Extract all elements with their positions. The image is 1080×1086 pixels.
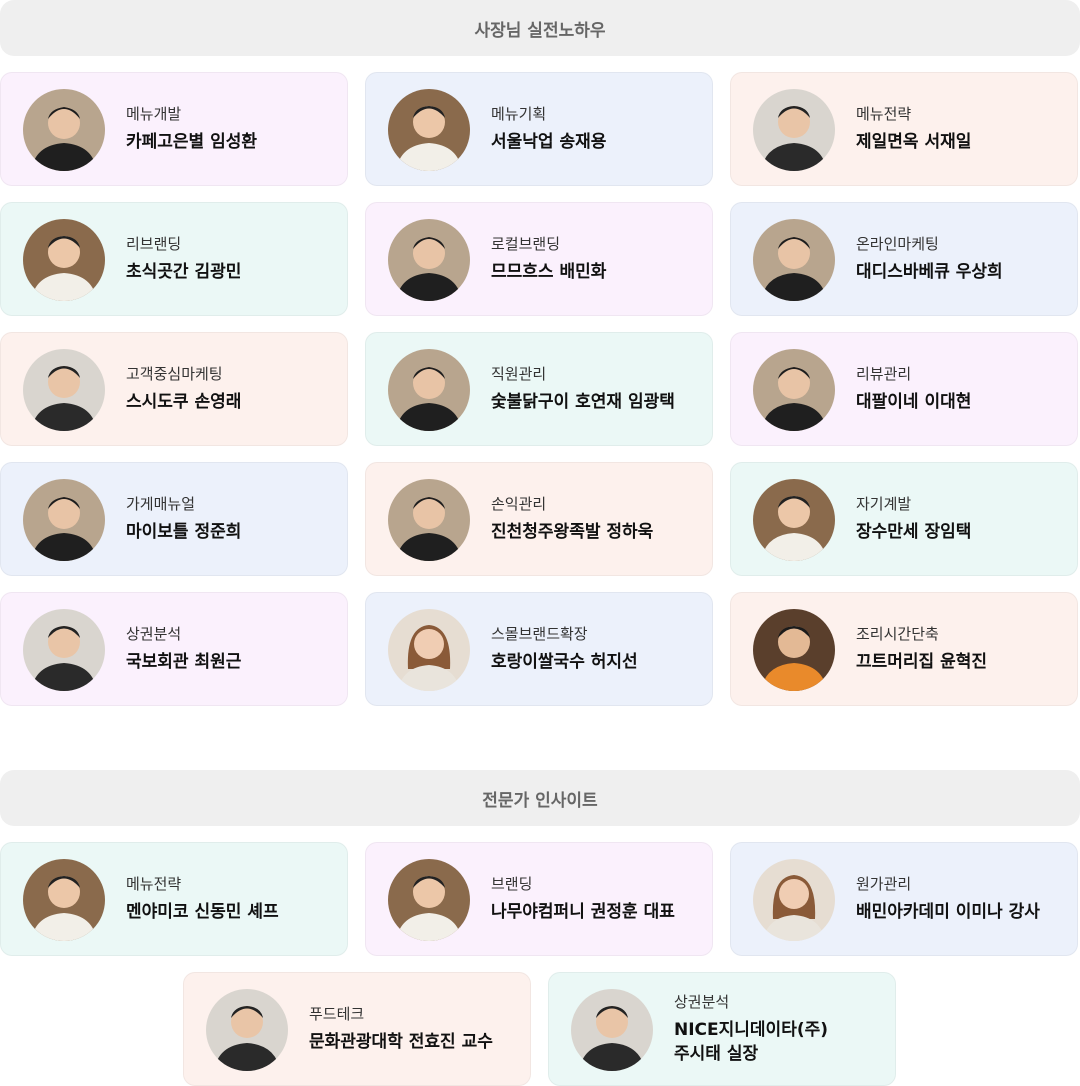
card-category: 리뷰관리: [856, 365, 912, 383]
card-category: 메뉴기획: [491, 105, 547, 123]
card-category: 고객중심마케팅: [126, 365, 223, 383]
card-category: 원가관리: [856, 875, 912, 893]
card-name: 초식곳간 김광민: [126, 262, 242, 282]
profile-card[interactable]: 스몰브랜드확장 호랑이쌀국수 허지선: [365, 592, 713, 706]
section-header-expert-insight: 전문가 인사이트: [0, 770, 1080, 826]
card-name: 끄트머리집 윤혁진: [856, 652, 988, 672]
profile-card[interactable]: 가게매뉴얼 마이보틀 정준희: [0, 462, 348, 576]
profile-card[interactable]: 조리시간단축 끄트머리집 윤혁진: [730, 592, 1078, 706]
section-header-owner-knowhow: 사장님 실전노하우: [0, 0, 1080, 56]
profile-card[interactable]: 리브랜딩 초식곳간 김광민: [0, 202, 348, 316]
card-name: NICE지니데이타(주): [674, 1020, 829, 1040]
card-name: 스시도쿠 손영래: [126, 392, 242, 412]
profile-card[interactable]: 로컬브랜딩 므므흐스 배민화: [365, 202, 713, 316]
avatar: [388, 479, 470, 561]
avatar: [388, 219, 470, 301]
avatar: [23, 609, 105, 691]
profile-card[interactable]: 온라인마케팅 대디스바베큐 우상희: [730, 202, 1078, 316]
profile-card[interactable]: 고객중심마케팅 스시도쿠 손영래: [0, 332, 348, 446]
avatar: [753, 609, 835, 691]
card-category: 브랜딩: [491, 875, 533, 893]
card-category: 메뉴전략: [856, 105, 912, 123]
profile-card[interactable]: 푸드테크 문화관광대학 전효진 교수: [183, 972, 531, 1086]
avatar: [23, 349, 105, 431]
avatar: [753, 859, 835, 941]
profile-card[interactable]: 브랜딩 나무야컴퍼니 권정훈 대표: [365, 842, 713, 956]
card-name-line2: 주시태 실장: [674, 1044, 759, 1064]
card-category: 가게매뉴얼: [126, 495, 196, 513]
avatar: [571, 989, 653, 1071]
card-name: 대팔이네 이대현: [856, 392, 972, 412]
profile-card[interactable]: 메뉴개발 카페고은별 임성환: [0, 72, 348, 186]
card-category: 직원관리: [491, 365, 547, 383]
avatar: [23, 859, 105, 941]
card-name: 배민아카데미 이미나 강사: [856, 902, 1040, 922]
card-name: 문화관광대학 전효진 교수: [309, 1032, 493, 1052]
card-category: 푸드테크: [309, 1005, 365, 1023]
card-category: 로컬브랜딩: [491, 235, 561, 253]
card-category: 메뉴개발: [126, 105, 182, 123]
card-category: 리브랜딩: [126, 235, 182, 253]
card-name: 장수만세 장임택: [856, 522, 972, 542]
profile-card[interactable]: 상권분석 국보회관 최원근: [0, 592, 348, 706]
profile-card[interactable]: 메뉴기획 서울낙업 송재용: [365, 72, 713, 186]
avatar: [388, 859, 470, 941]
section-title: 전문가 인사이트: [482, 790, 598, 811]
card-name: 므므흐스 배민화: [491, 262, 607, 282]
profile-card[interactable]: 메뉴전략 제일면옥 서재일: [730, 72, 1078, 186]
profile-card[interactable]: 리뷰관리 대팔이네 이대현: [730, 332, 1078, 446]
avatar: [388, 89, 470, 171]
card-category: 조리시간단축: [856, 625, 939, 643]
avatar: [23, 219, 105, 301]
avatar: [388, 609, 470, 691]
avatar: [23, 89, 105, 171]
card-name: 대디스바베큐 우상희: [856, 262, 1003, 282]
avatar: [753, 479, 835, 561]
avatar: [753, 89, 835, 171]
section-title: 사장님 실전노하우: [474, 20, 606, 41]
card-name: 제일면옥 서재일: [856, 132, 972, 152]
card-name: 국보회관 최원근: [126, 652, 242, 672]
card-category: 메뉴전략: [126, 875, 182, 893]
card-name: 멘야미코 신동민 셰프: [126, 902, 279, 922]
avatar: [388, 349, 470, 431]
profile-card[interactable]: 손익관리 진천청주왕족발 정하욱: [365, 462, 713, 576]
card-name: 마이보틀 정준희: [126, 522, 242, 542]
avatar: [753, 349, 835, 431]
card-name: 카페고은별 임성환: [126, 132, 258, 152]
card-category: 상권분석: [126, 625, 182, 643]
avatar: [23, 479, 105, 561]
card-name: 나무야컴퍼니 권정훈 대표: [491, 902, 675, 922]
profile-card[interactable]: 원가관리 배민아카데미 이미나 강사: [730, 842, 1078, 956]
card-category: 자기계발: [856, 495, 912, 513]
card-name: 호랑이쌀국수 허지선: [491, 652, 638, 672]
card-name: 진천청주왕족발 정하욱: [491, 522, 654, 542]
card-category: 온라인마케팅: [856, 235, 939, 253]
avatar: [753, 219, 835, 301]
card-name: 서울낙업 송재용: [491, 132, 607, 152]
profile-card[interactable]: 직원관리 숯불닭구이 호연재 임광택: [365, 332, 713, 446]
card-category: 손익관리: [491, 495, 547, 513]
card-name: 숯불닭구이 호연재 임광택: [491, 392, 675, 412]
profile-card[interactable]: 자기계발 장수만세 장임택: [730, 462, 1078, 576]
card-category: 상권분석: [674, 993, 730, 1011]
profile-card[interactable]: 상권분석 NICE지니데이타(주) 주시태 실장: [548, 972, 896, 1086]
avatar: [206, 989, 288, 1071]
card-category: 스몰브랜드확장: [491, 625, 588, 643]
profile-card[interactable]: 메뉴전략 멘야미코 신동민 셰프: [0, 842, 348, 956]
